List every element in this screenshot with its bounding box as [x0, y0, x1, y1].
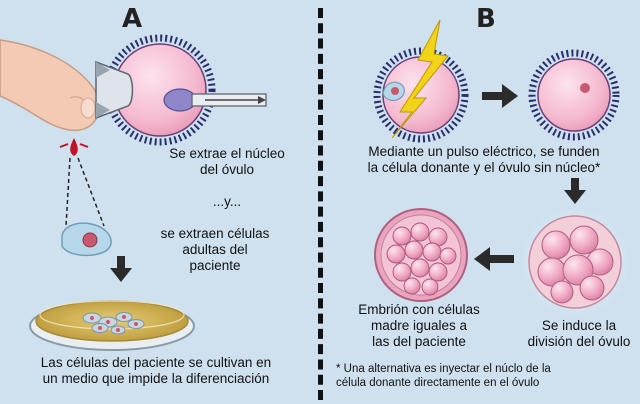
- embryo-icon: [374, 208, 468, 302]
- petri-dish-icon: [29, 300, 195, 351]
- dashed-line-right: [77, 157, 105, 227]
- caption-embryo: Embrión con células madre iguales a las …: [358, 302, 480, 349]
- egg-enucleation-icon: [95, 34, 267, 146]
- egg-fusion-icon: [373, 47, 469, 143]
- panel-label-a: A: [122, 4, 143, 34]
- dividing-egg-icon: [521, 208, 629, 316]
- panel-divider: [318, 8, 323, 400]
- adult-cell-icon: [61, 222, 112, 257]
- lightning-icon: [391, 19, 449, 139]
- footnote: * Una alternativa es inyectar el núclo d…: [336, 363, 551, 389]
- caption-division: Se induce la división del óvulo: [527, 318, 631, 349]
- arrow-down-b: [564, 178, 586, 204]
- blood-drop-icon: [59, 138, 89, 156]
- caption-ellipsis: ...y...: [212, 194, 242, 209]
- caption-fusion: Mediante un pulso eléctrico, se funden l…: [367, 144, 601, 175]
- arrow-right-b: [482, 84, 518, 108]
- caption-culture: Las células del paciente se cultivan en …: [40, 355, 272, 386]
- caption-extract-cells: se extraen células adultas del paciente: [160, 226, 270, 273]
- dashed-line-left: [65, 157, 71, 227]
- arrow-down-a: [110, 256, 132, 282]
- caption-extract-nucleus: Se extrae el núcleo del óvulo: [169, 146, 285, 177]
- fused-egg-icon: [528, 49, 620, 141]
- arrow-left-b: [474, 247, 514, 271]
- finger-icon: [0, 39, 100, 132]
- panel-label-b: B: [476, 4, 496, 34]
